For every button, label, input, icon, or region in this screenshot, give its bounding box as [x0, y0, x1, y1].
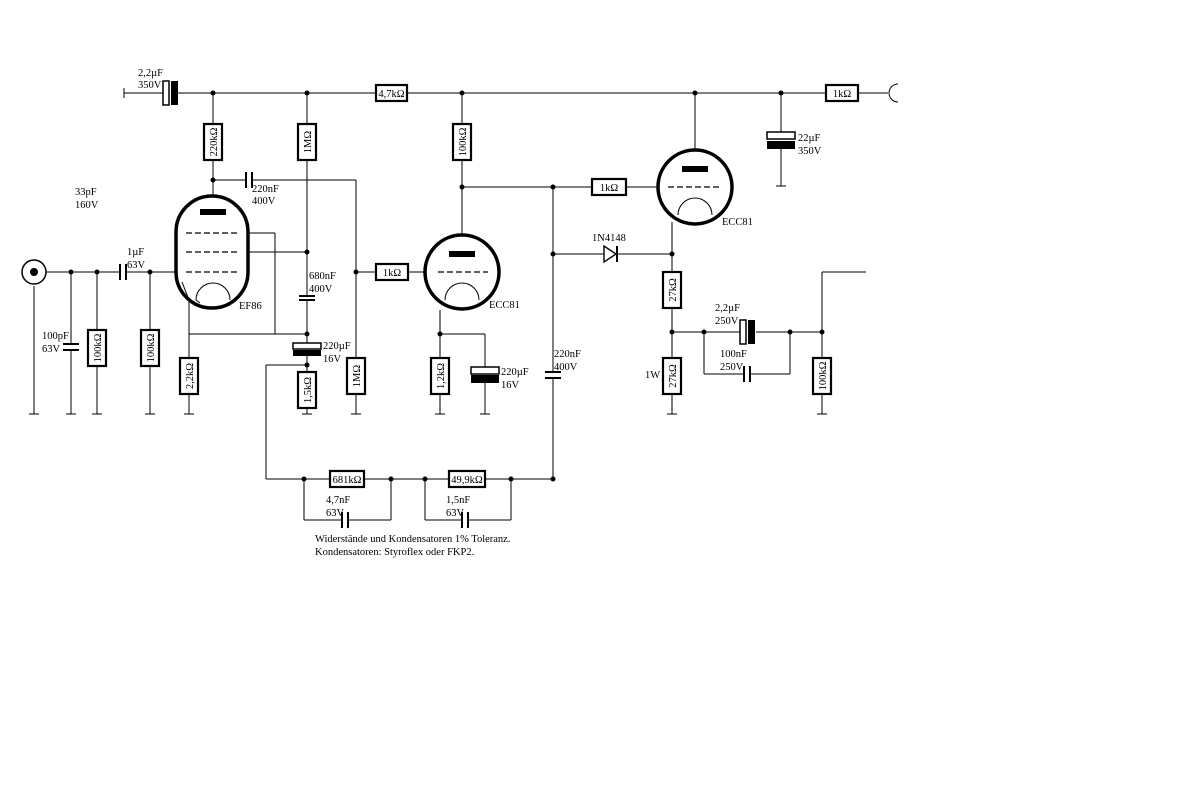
- output-jack-icon: [888, 83, 899, 103]
- resistor-220k: 220kΩ: [202, 122, 224, 162]
- svg-text:100pF: 100pF: [42, 331, 69, 342]
- resistor-100k-plate: 100kΩ: [451, 122, 473, 162]
- svg-text:100kΩ: 100kΩ: [458, 127, 469, 156]
- resistor-100k-input-2: 100kΩ: [139, 328, 161, 368]
- svg-text:22µF: 22µF: [798, 133, 821, 144]
- capacitor-100n-250v: 100nF 250V: [720, 349, 751, 382]
- capacitor-2u2-350v: 2,2µF 350V: [138, 68, 178, 106]
- svg-text:63V: 63V: [42, 344, 61, 355]
- svg-text:400V: 400V: [252, 196, 276, 207]
- capacitor-220n-400v-b: 220nF 400V: [545, 349, 581, 379]
- svg-text:100nF: 100nF: [720, 349, 747, 360]
- svg-text:220nF: 220nF: [252, 184, 279, 195]
- svg-text:100kΩ: 100kΩ: [818, 361, 829, 390]
- input-jack-icon: [21, 259, 47, 285]
- svg-text:250V: 250V: [715, 316, 739, 327]
- resistor-1k5: 1,5kΩ: [296, 370, 318, 410]
- resistor-681k: 681kΩ: [328, 469, 366, 489]
- svg-text:680nF: 680nF: [309, 271, 336, 282]
- capacitor-220u-16v-b: 220µF 16V: [470, 366, 529, 391]
- svg-text:350V: 350V: [138, 80, 162, 91]
- svg-text:1kΩ: 1kΩ: [383, 268, 402, 279]
- resistor-1M-grid: 1MΩ: [345, 356, 367, 396]
- svg-text:63V: 63V: [446, 508, 465, 519]
- svg-text:63V: 63V: [326, 508, 345, 519]
- svg-text:400V: 400V: [554, 362, 578, 373]
- resistor-27k-b-power: 1W: [645, 370, 660, 381]
- capacitor-1u-63v: 1µF 63V: [119, 247, 146, 280]
- resistor-49k9: 49,9kΩ: [447, 469, 487, 489]
- capacitor-220n-400v-a: 220nF 400V: [245, 172, 279, 207]
- svg-text:100kΩ: 100kΩ: [146, 333, 157, 362]
- note-tolerance: Widerstände und Kondensatoren 1% Toleran…: [315, 534, 510, 545]
- resistor-4k7: 4,7kΩ: [374, 83, 409, 103]
- capacitor-680n-400v: 680nF 400V: [299, 271, 336, 301]
- svg-text:63V: 63V: [127, 260, 146, 271]
- svg-text:27kΩ: 27kΩ: [668, 278, 679, 302]
- svg-text:ECC81: ECC81: [489, 300, 520, 311]
- svg-text:220µF: 220µF: [323, 341, 351, 352]
- svg-text:ECC81: ECC81: [722, 217, 753, 228]
- resistor-1k-output: 1kΩ: [824, 83, 860, 103]
- svg-text:2,2µF: 2,2µF: [715, 303, 740, 314]
- svg-text:250V: 250V: [720, 362, 744, 373]
- svg-text:220kΩ: 220kΩ: [209, 127, 220, 156]
- svg-text:33pF: 33pF: [75, 187, 97, 198]
- capacitor-100p-63v: 100pF 63V: [42, 331, 79, 355]
- svg-text:4,7nF: 4,7nF: [326, 495, 350, 506]
- svg-text:220nF: 220nF: [554, 349, 581, 360]
- svg-text:27kΩ: 27kΩ: [668, 364, 679, 388]
- tube-ef86-pentode: EF86: [174, 194, 262, 312]
- svg-text:1,5kΩ: 1,5kΩ: [303, 377, 314, 403]
- svg-text:160V: 160V: [75, 200, 99, 211]
- svg-text:2,2µF: 2,2µF: [138, 68, 163, 79]
- capacitor-4n7-63v: 4,7nF 63V: [326, 495, 350, 528]
- note-capacitor-type: Kondensatoren: Styroflex oder FKP2.: [315, 547, 474, 558]
- resistor-2k2: 2,2kΩ: [178, 356, 200, 396]
- svg-text:100kΩ: 100kΩ: [93, 333, 104, 362]
- resistor-27k-a: 27kΩ: [661, 270, 683, 310]
- svg-text:1µF: 1µF: [127, 247, 144, 258]
- svg-text:2,2kΩ: 2,2kΩ: [185, 363, 196, 389]
- wiring: [29, 88, 888, 521]
- svg-text:4,7kΩ: 4,7kΩ: [378, 89, 404, 100]
- resistor-27k-b: 27kΩ: [661, 356, 683, 396]
- svg-text:350V: 350V: [798, 146, 822, 157]
- svg-text:1MΩ: 1MΩ: [303, 131, 314, 154]
- tube-ecc81-a-triode: ECC81: [423, 233, 520, 311]
- resistor-100k-input-1: 100kΩ: [86, 328, 108, 368]
- svg-text:49,9kΩ: 49,9kΩ: [451, 475, 483, 486]
- svg-text:1kΩ: 1kΩ: [833, 89, 852, 100]
- svg-text:16V: 16V: [323, 354, 342, 365]
- svg-text:400V: 400V: [309, 284, 333, 295]
- capacitor-220u-16v-a: 220µF 16V: [292, 341, 351, 365]
- svg-text:1N4148: 1N4148: [592, 233, 626, 244]
- svg-text:16V: 16V: [501, 380, 520, 391]
- capacitor-33p-160v: 33pF 160V: [75, 187, 99, 211]
- resistor-1k-grid: 1kΩ: [374, 262, 410, 282]
- diode-1n4148: 1N4148: [592, 233, 626, 264]
- tube-ecc81-b-triode: ECC81: [656, 148, 753, 228]
- capacitor-22u-350v: 22µF 350V: [766, 131, 822, 157]
- resistor-1M-screen: 1MΩ: [296, 122, 318, 162]
- svg-text:EF86: EF86: [239, 301, 262, 312]
- svg-text:1MΩ: 1MΩ: [352, 365, 363, 388]
- svg-text:681kΩ: 681kΩ: [333, 475, 362, 486]
- svg-text:1,2kΩ: 1,2kΩ: [436, 363, 447, 389]
- capacitor-2u2-250v: 2,2µF 250V: [715, 303, 755, 345]
- resistor-1k2: 1,2kΩ: [429, 356, 451, 396]
- capacitor-1n5-63v: 1,5nF 63V: [446, 495, 470, 528]
- resistor-100k-output: 100kΩ: [811, 356, 833, 396]
- svg-text:1kΩ: 1kΩ: [600, 183, 619, 194]
- junction-dots: [68, 90, 825, 482]
- resistor-1k-grid2: 1kΩ: [590, 177, 628, 197]
- svg-text:1,5nF: 1,5nF: [446, 495, 470, 506]
- svg-text:220µF: 220µF: [501, 367, 529, 378]
